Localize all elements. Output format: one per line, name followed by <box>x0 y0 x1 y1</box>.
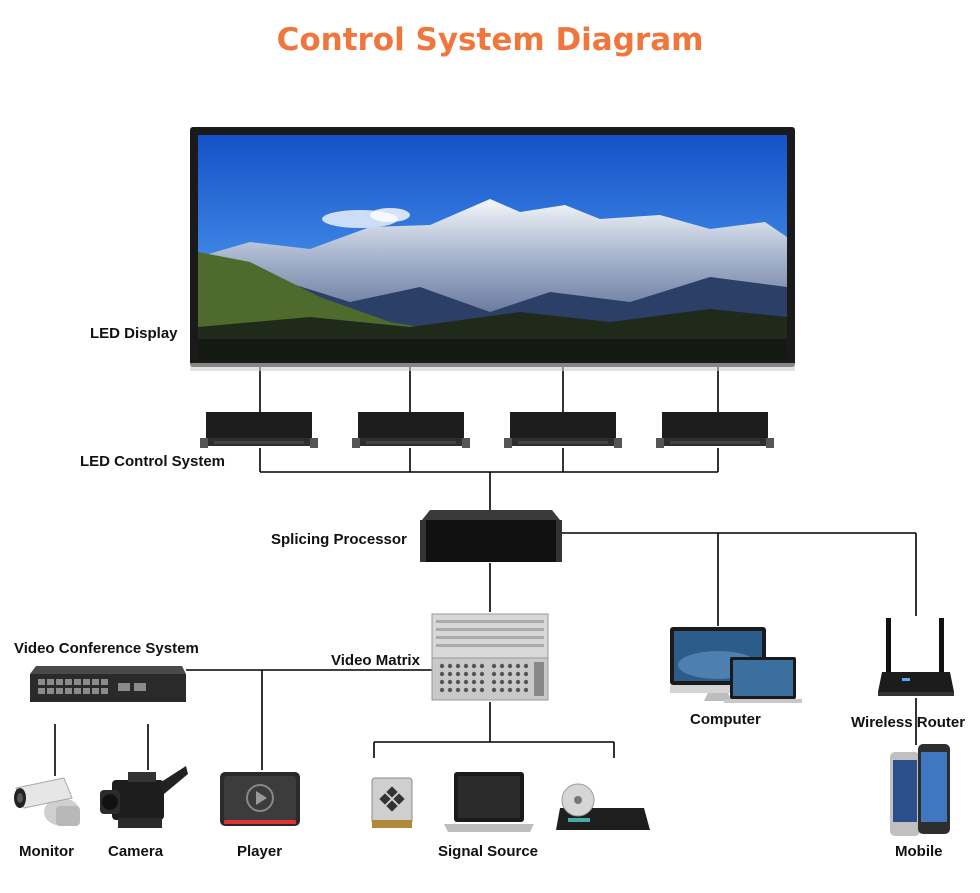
laptop-icon <box>444 772 534 832</box>
splicing-label: Splicing Processor <box>271 531 407 548</box>
router-icon <box>878 618 954 696</box>
router-label: Wireless Router <box>851 714 966 731</box>
controller-box-icon <box>656 412 774 448</box>
monitor-label: Monitor <box>19 843 74 860</box>
controller-box-icon <box>352 412 470 448</box>
video-camera-icon <box>100 766 188 828</box>
computer-label: Computer <box>690 711 761 728</box>
controller-box-icon <box>504 412 622 448</box>
led-display-icon <box>190 127 795 371</box>
computer-icon <box>670 627 802 703</box>
smartphone-icon <box>890 744 950 836</box>
player-icon <box>220 772 300 826</box>
cctv-camera-icon <box>14 777 80 826</box>
led-display-label: LED Display <box>90 325 178 342</box>
controller-box-icon <box>200 412 318 448</box>
splicing-processor-icon <box>420 510 562 562</box>
media-server-icon <box>371 777 413 828</box>
page-title: Control System Diagram <box>276 22 704 58</box>
signal-source-label: Signal Source <box>438 843 539 860</box>
led-control-label: LED Control System <box>80 453 226 470</box>
player-label: Player <box>237 843 283 860</box>
dvd-player-icon <box>556 783 650 830</box>
video-matrix-icon <box>431 613 549 701</box>
camera-label: Camera <box>108 843 164 860</box>
video-matrix-label: Video Matrix <box>331 652 420 669</box>
video-conf-label: Video Conference System <box>14 640 199 657</box>
network-switch-icon <box>30 666 186 702</box>
mobile-label: Mobile <box>895 843 943 860</box>
